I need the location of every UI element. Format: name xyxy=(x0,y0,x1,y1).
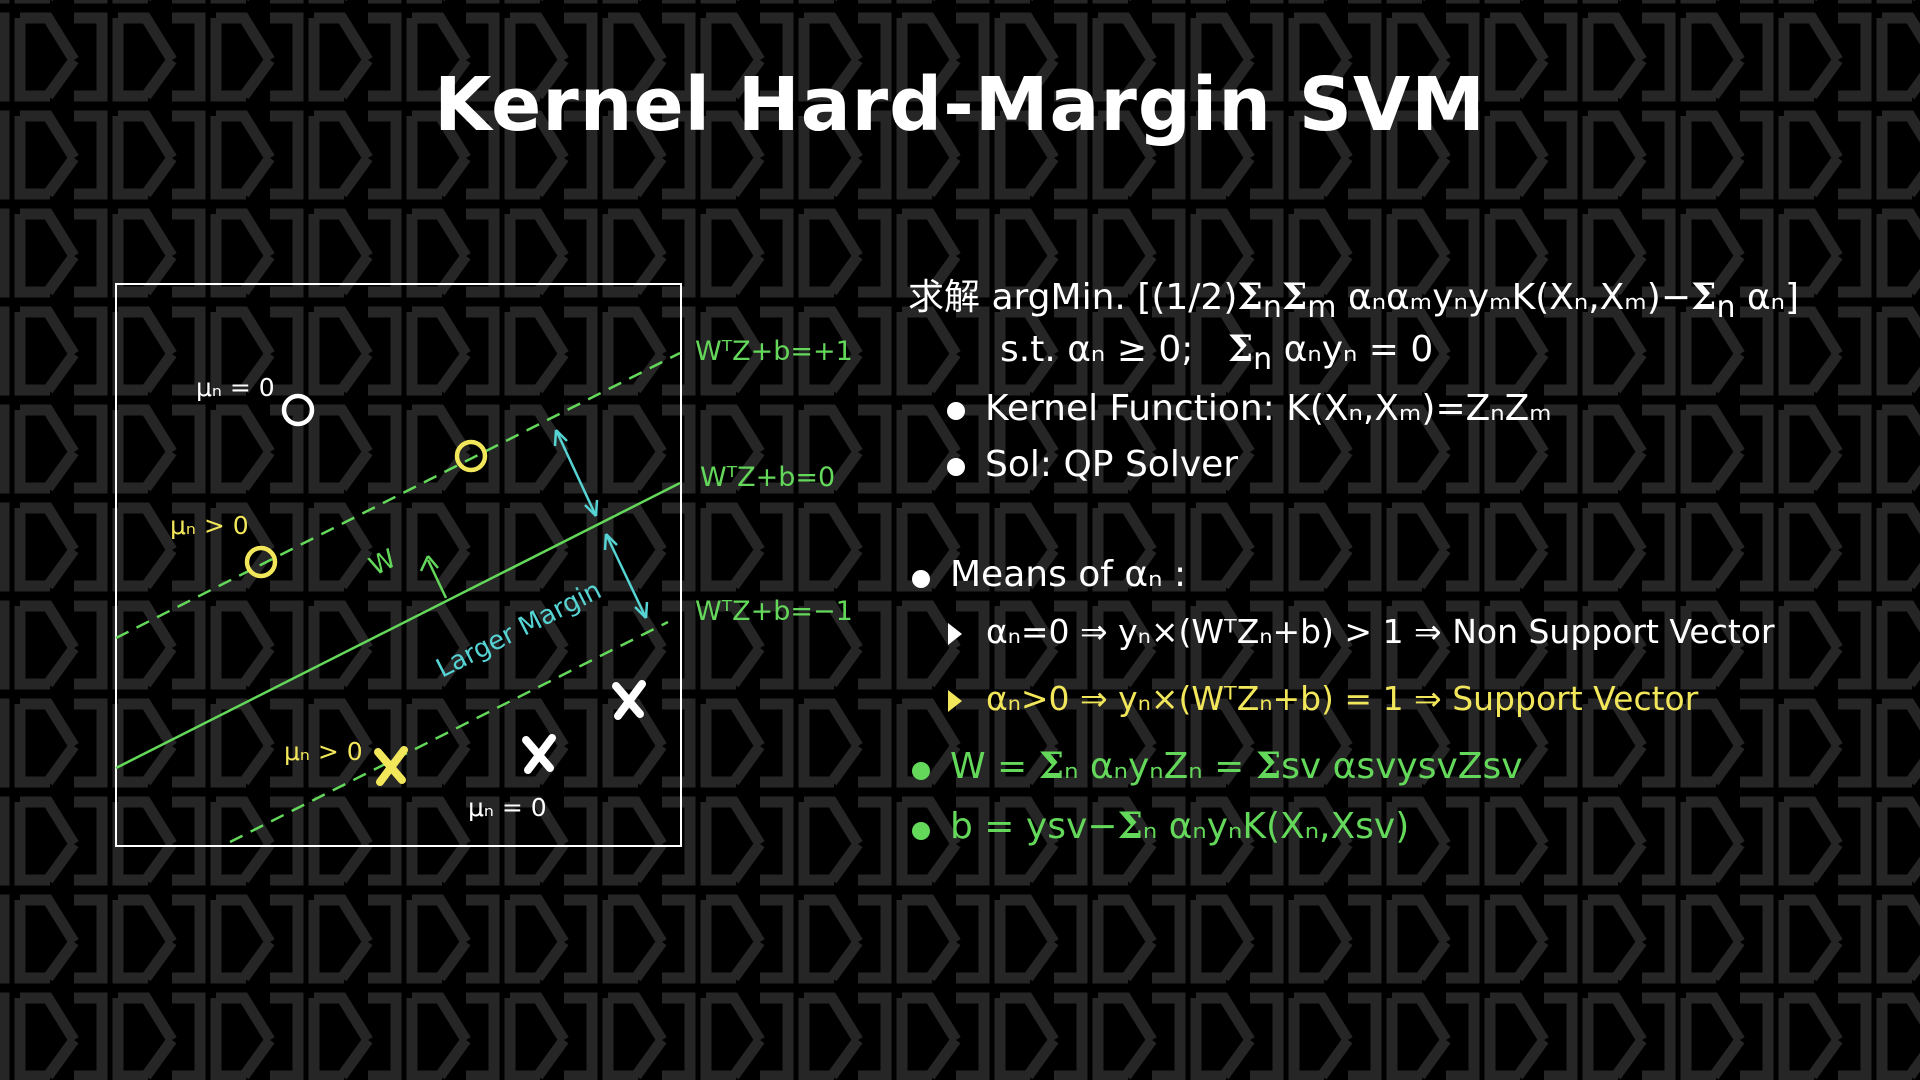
label-larger-margin: Larger Margin xyxy=(432,575,607,684)
bullet-dot xyxy=(912,570,930,588)
subscript: n xyxy=(1262,290,1282,326)
sigma-symbol: Σ xyxy=(1117,805,1143,847)
label-mu-circle-yellow: μₙ > 0 xyxy=(170,511,249,540)
diagram-frame xyxy=(115,283,682,847)
w-part-a: W = xyxy=(950,746,1039,787)
label-w: W xyxy=(365,544,402,582)
non-support-vector-text: αₙ=0 ⇒ yₙ×(WᵀZₙ+b) > 1 ⇒ Non Support Vec… xyxy=(986,612,1775,651)
circle-point-yellow-2 xyxy=(244,545,278,579)
b-part-b: ₙ αₙyₙK(Xₙ,Xsv) xyxy=(1142,806,1410,847)
bullet-dot xyxy=(947,402,965,420)
w-solution-formula: W = Σₙ αₙyₙZₙ = Σsv αsvysvZsv xyxy=(950,745,1523,787)
sigma-symbol: Σ xyxy=(1237,276,1263,318)
cross-point-white-1 xyxy=(612,680,646,720)
w-arrow xyxy=(426,559,448,599)
cross-point-yellow xyxy=(374,746,408,786)
w-arrow-head xyxy=(419,555,439,572)
constraint-part-a: s.t. αₙ ≥ 0; xyxy=(1000,329,1194,370)
label-mu-circle-white: μₙ = 0 xyxy=(196,373,275,402)
b-part-a: b = ysv− xyxy=(950,806,1118,847)
objective-end: αₙ] xyxy=(1735,277,1800,318)
bullet-dot-green xyxy=(912,762,930,780)
cross-point-white-2 xyxy=(522,734,556,774)
objective-prefix: 求解 argMin. [(1/2) xyxy=(908,277,1238,318)
w-part-b: ₙ αₙyₙZₙ = xyxy=(1064,746,1256,787)
sigma-symbol: Σ xyxy=(1691,276,1717,318)
label-mu-cross-white: μₙ = 0 xyxy=(468,793,547,822)
subscript: n xyxy=(1253,342,1273,378)
sigma-symbol: Σ xyxy=(1281,276,1308,318)
margin-arrow-upper xyxy=(553,429,599,517)
sigma-symbol: Σ xyxy=(1038,745,1065,787)
slide-title: Kernel Hard-Margin SVM xyxy=(434,62,1486,148)
objective-formula: 求解 argMin. [(1/2)ΣnΣm αₙαₘyₙyₘK(Xₙ,Xₘ)−Σ… xyxy=(908,268,1799,325)
triangle-bullet-white xyxy=(948,623,962,645)
triangle-bullet-yellow xyxy=(948,690,962,712)
constraint-part-b: αₙyₙ = 0 xyxy=(1272,329,1434,370)
means-of-alpha-text: Means of αₙ : xyxy=(950,554,1187,595)
constraint-formula: s.t. αₙ ≥ 0; Σn αₙyₙ = 0 xyxy=(1000,328,1433,377)
sigma-symbol: Σ xyxy=(1227,328,1254,370)
label-line-zero: WᵀZ+b=0 xyxy=(700,462,835,493)
support-vector-text: αₙ>0 ⇒ yₙ×(WᵀZₙ+b) = 1 ⇒ Support Vector xyxy=(986,679,1699,718)
subscript: n xyxy=(1716,290,1736,326)
sigma-symbol: Σ xyxy=(1255,745,1282,787)
kernel-function-text: Kernel Function: K(Xₙ,Xₘ)=ZₙZₘ xyxy=(985,388,1552,429)
label-mu-cross-yellow: μₙ > 0 xyxy=(284,737,363,766)
w-part-c: sv αsvysvZsv xyxy=(1281,746,1523,787)
b-solution-formula: b = ysv−Σₙ αₙyₙK(Xₙ,Xsv) xyxy=(950,805,1409,847)
bullet-dot-green xyxy=(912,822,930,840)
solver-text: Sol: QP Solver xyxy=(985,444,1239,485)
margin-arrow-lower xyxy=(603,533,649,619)
bullet-dot xyxy=(947,458,965,476)
decision-boundary-line xyxy=(115,481,681,770)
objective-middle: αₙαₘyₙyₘK(Xₙ,Xₘ)− xyxy=(1336,277,1691,318)
margin-line-plus xyxy=(115,351,681,640)
circle-point-white xyxy=(281,393,315,427)
margin-line-minus xyxy=(229,620,669,844)
label-line-minus: WᵀZ+b=−1 xyxy=(695,596,853,627)
circle-point-yellow-1 xyxy=(454,439,488,473)
subscript: m xyxy=(1307,290,1337,326)
label-line-plus: WᵀZ+b=+1 xyxy=(695,336,853,367)
